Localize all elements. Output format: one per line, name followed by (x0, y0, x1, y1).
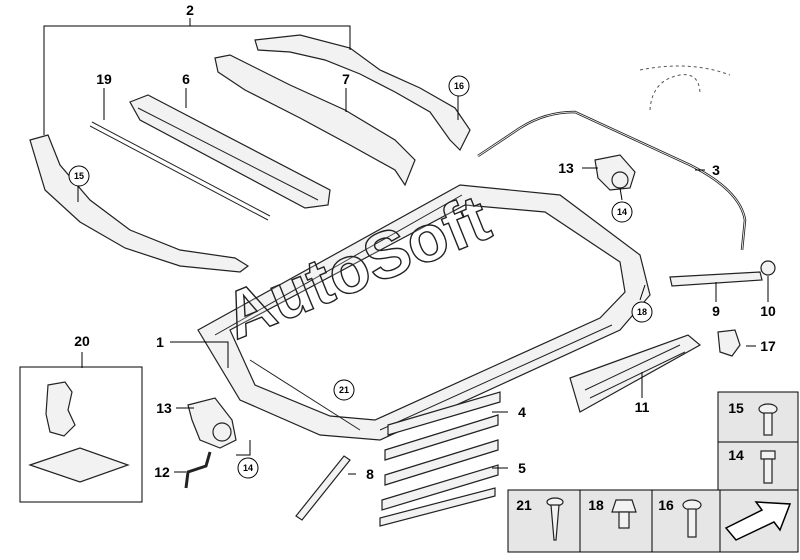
rubber-plug (760, 260, 776, 276)
cable-drive (669, 271, 763, 287)
screw-box-21 (507, 489, 581, 553)
callout-15-circle (68, 165, 90, 187)
motor-top-gear (611, 171, 629, 189)
callout-6: 6 (182, 71, 190, 87)
leader-18 (639, 284, 646, 301)
callout-13b: 13 (156, 400, 172, 416)
deflector-edge (137, 107, 319, 201)
callout-7: 7 (342, 71, 350, 87)
sunroof-frame-inner (229, 204, 626, 421)
callout-10: 10 (760, 303, 776, 319)
left-side-rail (29, 134, 250, 273)
screw-label-16: 16 (658, 497, 674, 513)
rear-cross-member (254, 34, 471, 152)
callout-8: 8 (366, 466, 374, 482)
callout-15: 15 (74, 171, 84, 181)
leader-14a (619, 187, 623, 201)
frame-rail-detail (214, 194, 613, 431)
callout-18: 18 (637, 307, 647, 317)
callout-4: 4 (518, 404, 526, 420)
screw-16-icon (682, 499, 702, 538)
callout-14a: 14 (617, 207, 627, 217)
callout-20: 20 (74, 333, 90, 349)
louver-slat-2 (384, 414, 499, 461)
louver-slat-1 (387, 391, 501, 436)
screw-label-14: 14 (728, 447, 744, 463)
wind-deflector (129, 94, 331, 209)
callout-19: 19 (96, 71, 112, 87)
screw-label-18: 18 (588, 497, 604, 513)
callout-21: 21 (339, 385, 349, 395)
callout-17: 17 (760, 338, 776, 354)
callout-14b-circle (237, 457, 259, 479)
callout-9: 9 (712, 303, 720, 319)
callout-3: 3 (712, 162, 720, 178)
front-cross-member (214, 54, 416, 187)
screw-15-icon (758, 403, 778, 436)
callout-1: 1 (156, 334, 164, 350)
motor-bottom-gear (212, 422, 232, 442)
callout-13a: 13 (558, 160, 574, 176)
callout-21-circle (333, 379, 355, 401)
screw-21-icon (546, 497, 564, 541)
callout-16-circle (448, 75, 470, 97)
retaining-clip (717, 329, 741, 357)
callout-5: 5 (518, 460, 526, 476)
callout-16: 16 (454, 81, 464, 91)
callout-2: 2 (186, 2, 194, 18)
seal-kit-sheet (28, 447, 130, 483)
screw-label-15: 15 (728, 400, 744, 416)
screw-box-14 (717, 441, 799, 491)
screw-box-15 (717, 391, 799, 443)
leader-14b (236, 440, 251, 456)
louver-slat-4 (381, 464, 499, 511)
screw-box-16 (651, 489, 721, 553)
drive-cable-inner (477, 111, 746, 251)
callout-12: 12 (154, 464, 170, 480)
arrow-icon[interactable] (724, 501, 792, 541)
guide-rail (569, 334, 702, 413)
drive-shaft (295, 455, 351, 521)
louver-slat-5 (379, 487, 496, 527)
louver-slat-3 (384, 439, 499, 486)
seal-kit-pad (45, 381, 76, 437)
bracket-12 (184, 451, 212, 489)
leader-2 (43, 18, 351, 135)
vehicle-roof-sketch (639, 65, 731, 111)
screw-label-21: 21 (516, 497, 532, 513)
screw-18-icon (611, 499, 637, 529)
callout-11: 11 (635, 399, 650, 415)
callout-14b: 14 (243, 463, 253, 473)
callout-18-circle (631, 301, 653, 323)
drive-motor-bottom (187, 397, 237, 449)
seal-strip (89, 121, 271, 221)
leader-1 (170, 341, 229, 368)
callout-14a-circle (611, 201, 633, 223)
screw-14-icon (760, 450, 776, 484)
guide-rail-teeth (584, 344, 686, 399)
